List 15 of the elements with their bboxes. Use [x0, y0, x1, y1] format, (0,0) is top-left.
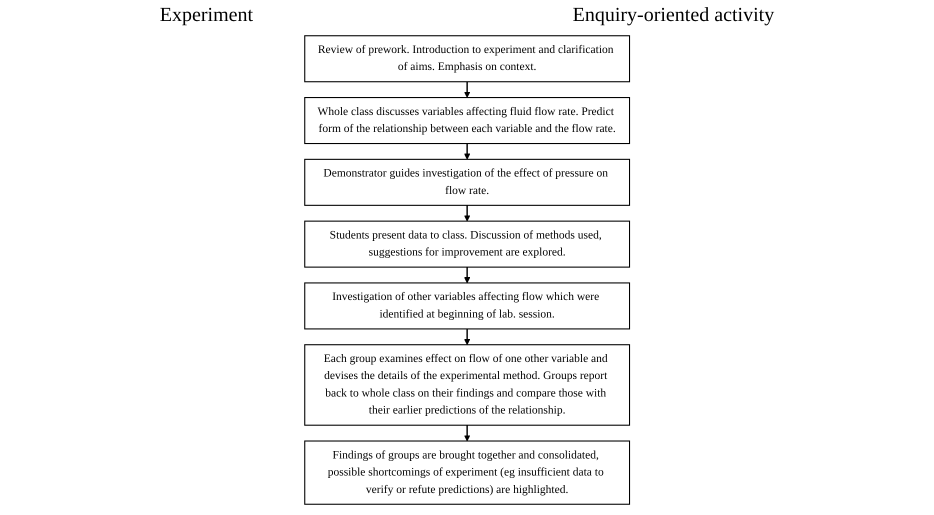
- arrow: [464, 267, 470, 284]
- node-box: Findings of groups are brought together and consolidated, possible shortcomings of experiment (eg insufficient data to verify or refute predictions) are highlighted.: [304, 440, 630, 505]
- arrow: [464, 82, 470, 98]
- column-heading: Enquiry-oriented activity: [572, 4, 774, 26]
- arrow: [464, 144, 470, 160]
- node-box: Demonstrator guides investigation of the effect of pressure on flow rate.: [304, 158, 630, 206]
- node-box: Each group examines effect on flow of one other variable and devises the details of the experimental method. Groups report back to whole class on their findings and compare those with their earlier predictions of the relationship.: [304, 344, 630, 426]
- column-heading: Experiment: [160, 4, 254, 26]
- arrow: [464, 328, 470, 346]
- node-box: Review of prework. Introduction to experiment and clarification of aims. Emphasis on context.: [304, 35, 630, 82]
- node-box: Students present data to class. Discussion of methods used, suggestions for improvement are explored.: [304, 220, 630, 268]
- arrow: [464, 425, 470, 442]
- node-box: Whole class discusses variables affecting fluid flow rate. Predict form of the relationship between each variable and the flow rate.: [304, 97, 630, 144]
- node-box: Investigation of other variables affecting flow which were identified at beginning of lab. session.: [304, 282, 630, 330]
- arrow: [464, 205, 470, 222]
